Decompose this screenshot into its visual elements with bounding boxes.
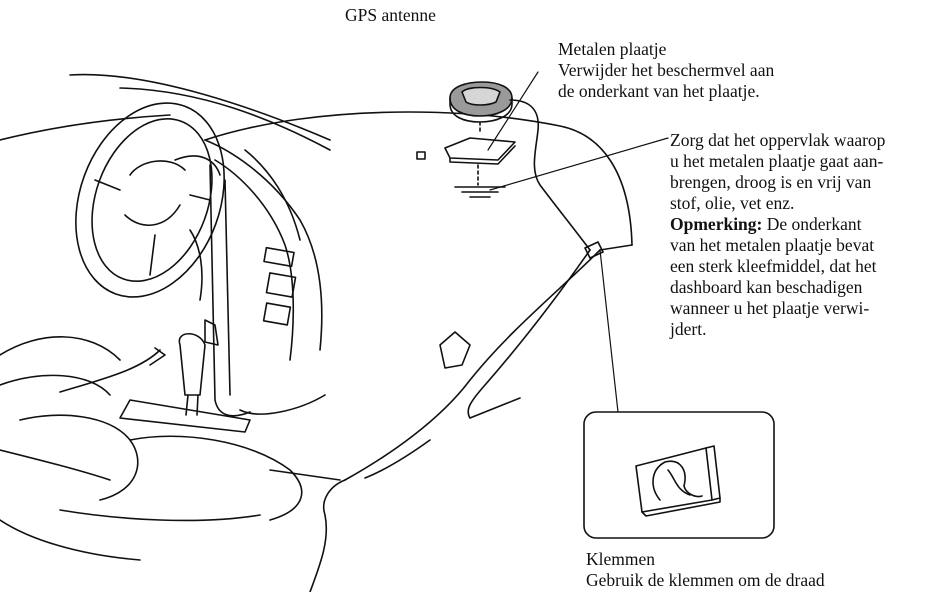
center-console [189, 139, 326, 417]
clip-detail-inset [583, 411, 775, 539]
gps-antenna-label: GPS antenne [345, 5, 436, 25]
remark-line: dashboard kan beschadigen [670, 277, 863, 297]
cable-clip-drawing [584, 241, 604, 259]
remark-line: Opmerking: De onderkant [670, 214, 940, 235]
remark-line: een sterk kleefmiddel, dat het [670, 256, 877, 276]
surface-note-line: u het metalen plaatje gaat aan- [670, 151, 884, 171]
remark-line: van het metalen plaatje bevat [670, 235, 875, 255]
metal-plate-line: Verwijder het beschermvel aan [558, 60, 775, 80]
metal-plate-drawing [416, 137, 516, 198]
steering-wheel [75, 102, 225, 298]
gear-shifter [59, 332, 251, 433]
gps-antenna-drawing [449, 81, 591, 251]
clips-label: Klemmen Gebruik de klemmen om de draad [586, 549, 825, 591]
leader-lines [487, 71, 669, 413]
dashboard-outline [204, 111, 633, 592]
remark-title: Opmerking: [670, 214, 763, 234]
windshield-lines [0, 73, 331, 151]
metal-plate-line: de onderkant van het plaatje. [558, 81, 760, 101]
metal-plate-title: Metalen plaatje [558, 39, 667, 59]
clips-line: Gebruik de klemmen om de draad [586, 570, 825, 590]
surface-note: Zorg dat het oppervlak waarop u het meta… [670, 130, 940, 340]
surface-note-line: Zorg dat het oppervlak waarop [670, 130, 886, 150]
seat [0, 336, 341, 561]
surface-note-line: stof, olie, vet enz. [670, 193, 795, 213]
clips-title: Klemmen [586, 549, 656, 569]
remark-line: jdert. [670, 319, 707, 339]
surface-note-line: brengen, droog is en vrij van [670, 172, 872, 192]
remark-first: De onderkant [762, 214, 862, 234]
remark-line: wanneer u het plaatje verwi- [670, 298, 870, 318]
metal-plate-label: Metalen plaatje Verwijder het beschermve… [558, 39, 774, 102]
